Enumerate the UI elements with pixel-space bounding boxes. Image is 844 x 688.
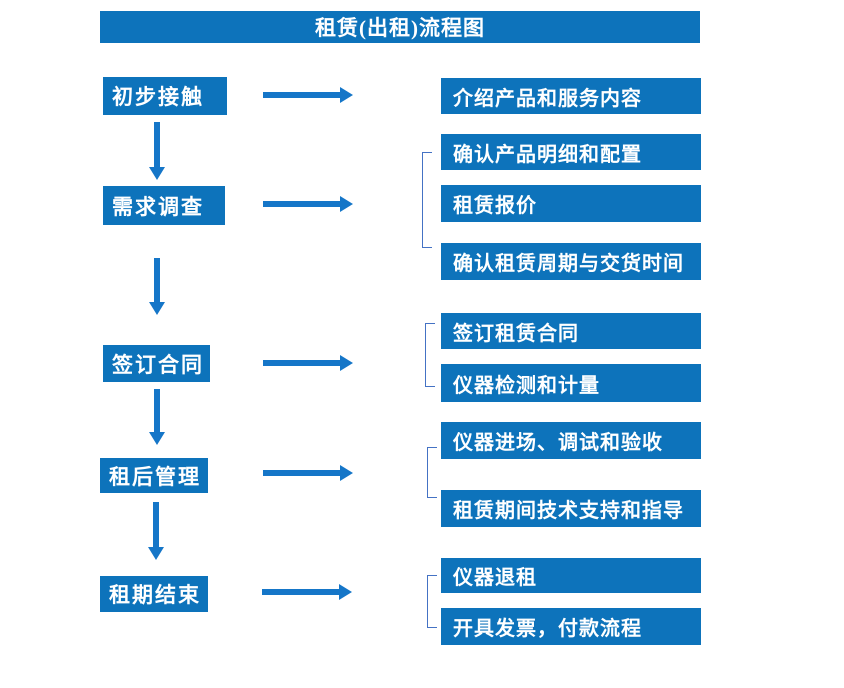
flowchart-title: 租赁(出租)流程图: [100, 11, 700, 43]
stage-box-rental-end: 租期结束: [100, 576, 208, 612]
detail-box-instrument-return: 仪器退租: [441, 558, 701, 593]
stage-box-sign-contract: 签订合同: [103, 345, 210, 382]
detail-box-sign-rental-contract: 签订租赁合同: [441, 313, 701, 349]
arrow-right-icon: [262, 584, 352, 600]
arrow-right-icon: [263, 355, 353, 371]
arrow-down-icon: [149, 258, 165, 315]
group-bracket: [425, 323, 435, 387]
stage-box-post-rental-management: 租后管理: [100, 458, 208, 493]
detail-box-rental-quotation: 租赁报价: [441, 185, 701, 222]
arrow-right-icon: [263, 465, 353, 481]
stage-box-initial-contact: 初步接触: [103, 77, 227, 115]
detail-box-invoice-payment-process: 开具发票，付款流程: [441, 608, 701, 645]
detail-box-intro-products-services: 介绍产品和服务内容: [441, 78, 701, 114]
arrow-right-icon: [263, 87, 353, 103]
arrow-right-icon: [263, 196, 353, 212]
arrow-down-icon: [149, 122, 165, 180]
stage-box-demand-survey: 需求调查: [103, 186, 225, 225]
group-bracket: [422, 152, 432, 248]
group-bracket: [427, 447, 437, 498]
detail-box-confirm-rental-period-delivery: 确认租赁周期与交货时间: [441, 243, 701, 280]
detail-box-instrument-arrival-acceptance: 仪器进场、调试和验收: [441, 422, 701, 459]
group-bracket: [427, 575, 437, 628]
detail-box-technical-support-guidance: 租赁期间技术支持和指导: [441, 490, 701, 527]
arrow-down-icon: [148, 502, 164, 560]
detail-box-confirm-product-details: 确认产品明细和配置: [441, 134, 701, 170]
arrow-down-icon: [149, 389, 165, 445]
detail-box-instrument-testing-calibration: 仪器检测和计量: [441, 364, 701, 402]
